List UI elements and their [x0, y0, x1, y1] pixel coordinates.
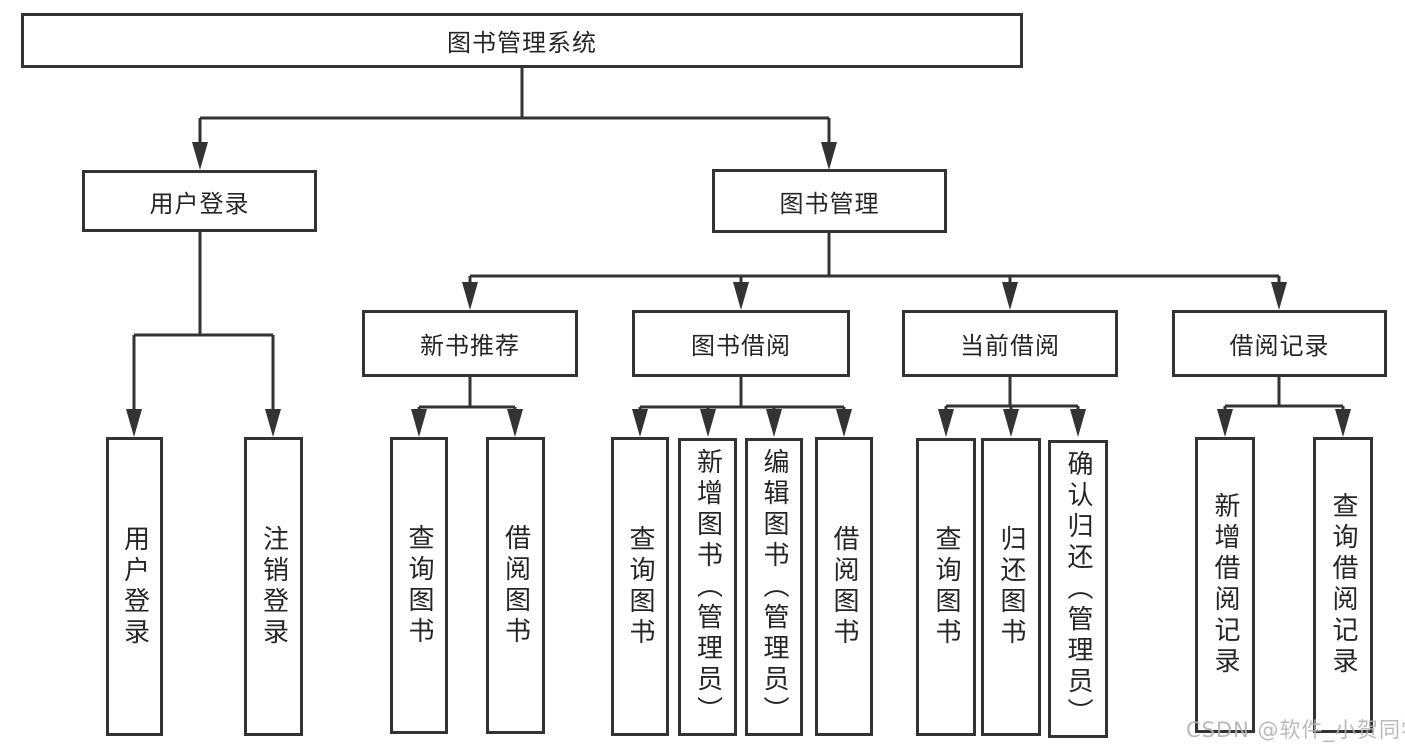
- arrow-icon: [462, 282, 478, 310]
- arrow-icon: [821, 142, 837, 170]
- leaf-query-books-borrowing: 查询图书: [611, 437, 669, 736]
- arrow-icon: [1003, 409, 1019, 437]
- node-root-library-system: 图书管理系统: [21, 13, 1023, 68]
- leaf-logout: 注销登录: [244, 437, 303, 736]
- arrow-icon: [836, 409, 852, 437]
- node-user-login: 用户登录: [82, 170, 317, 232]
- arrow-icon: [938, 409, 954, 437]
- leaf-confirm-return-admin: 确认归还（管理员）: [1048, 440, 1108, 738]
- arrowheads: [126, 142, 1351, 437]
- arrow-icon: [411, 409, 427, 437]
- leaf-edit-book-admin: 编辑图书（管理员）: [745, 438, 803, 736]
- arrow-icon: [265, 409, 281, 437]
- leaf-user-login: 用户登录: [106, 437, 163, 736]
- node-new-book-recommend: 新书推荐: [362, 310, 578, 377]
- arrow-icon: [507, 409, 523, 437]
- arrow-icon: [1070, 409, 1086, 437]
- leaf-query-books-recommend: 查询图书: [390, 437, 448, 734]
- leaf-borrow-books-recommend: 借阅图书: [486, 437, 545, 734]
- arrow-icon: [733, 282, 749, 310]
- arrow-icon: [126, 409, 142, 437]
- arrow-icon: [700, 409, 716, 437]
- arrow-icon: [1002, 282, 1018, 310]
- leaf-query-books-current: 查询图书: [916, 438, 976, 736]
- node-book-management: 图书管理: [712, 169, 947, 233]
- arrow-icon: [1271, 282, 1287, 310]
- node-current-borrowing: 当前借阅: [902, 310, 1118, 377]
- leaf-add-borrow-record: 新增借阅记录: [1195, 437, 1255, 733]
- leaf-add-book-admin: 新增图书（管理员）: [678, 438, 737, 736]
- arrow-icon: [192, 142, 208, 170]
- node-book-borrowing: 图书借阅: [632, 310, 850, 377]
- node-borrowing-records: 借阅记录: [1172, 310, 1387, 377]
- arrow-icon: [1217, 409, 1233, 437]
- leaf-return-books: 归还图书: [981, 438, 1041, 736]
- leaf-query-borrow-record: 查询借阅记录: [1313, 437, 1373, 733]
- arrow-icon: [1335, 409, 1351, 437]
- csdn-watermark: CSDN @软件_小贺同学: [1186, 718, 1405, 742]
- arrow-icon: [766, 409, 782, 437]
- leaf-borrow-books-borrowing: 借阅图书: [815, 437, 873, 736]
- arrow-icon: [632, 409, 648, 437]
